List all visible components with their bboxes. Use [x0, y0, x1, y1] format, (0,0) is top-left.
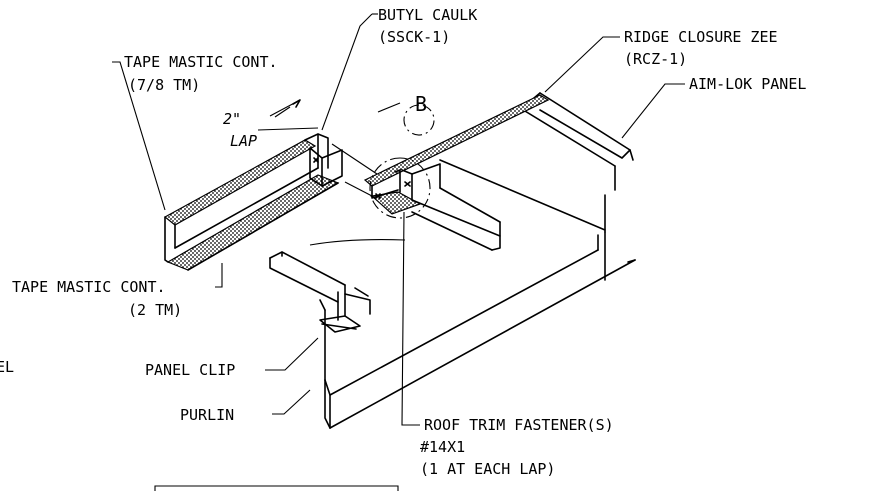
purlin — [319, 159, 636, 429]
cut-off-label: EL — [0, 358, 14, 376]
detail-b-label: B — [415, 92, 427, 116]
ridge-closure-code: (RCZ-1) — [624, 50, 687, 68]
title-block-edge — [154, 485, 399, 491]
tape-mastic-top-label: TAPE MASTIC CONT. — [124, 53, 278, 71]
fastener-size-label: #14X1 — [420, 438, 465, 456]
panel-clip-label: PANEL CLIP — [145, 361, 235, 379]
butyl-caulk-label: BUTYL CAULK — [378, 6, 477, 24]
lap-dimension: 2" LAP — [223, 99, 319, 150]
detail-b-callout: B — [369, 92, 435, 219]
tape-mastic-bottom-label: TAPE MASTIC CONT. — [12, 278, 166, 296]
tape-mastic-bottom-code: (2 TM) — [128, 301, 182, 319]
left-panel-section — [163, 133, 381, 271]
fastener-note-label: (1 AT EACH LAP) — [420, 460, 555, 478]
tape-mastic-strip-top — [163, 139, 317, 226]
lap-dimension-value: 2" — [223, 110, 241, 128]
leader-lines — [112, 13, 685, 426]
roof-trim-fastener-label: ROOF TRIM FASTENER(S) — [424, 416, 614, 434]
tape-mastic-strip-bottom — [166, 174, 340, 271]
lap-text: LAP — [230, 132, 257, 150]
butyl-caulk-code: (SSCK-1) — [378, 28, 450, 46]
tape-mastic-top-code: (7/8 TM) — [128, 76, 200, 94]
ridge-closure-label: RIDGE CLOSURE ZEE — [624, 28, 778, 46]
aim-lok-panel-label: AIM-LOK PANEL — [689, 75, 806, 93]
lap-arc — [309, 239, 406, 246]
purlin-label: PURLIN — [180, 406, 234, 424]
tape-mastic-strip-center — [363, 94, 550, 187]
front-short-member — [269, 251, 371, 333]
aim-lok-panel — [519, 92, 634, 191]
center-panel-section — [363, 94, 550, 251]
